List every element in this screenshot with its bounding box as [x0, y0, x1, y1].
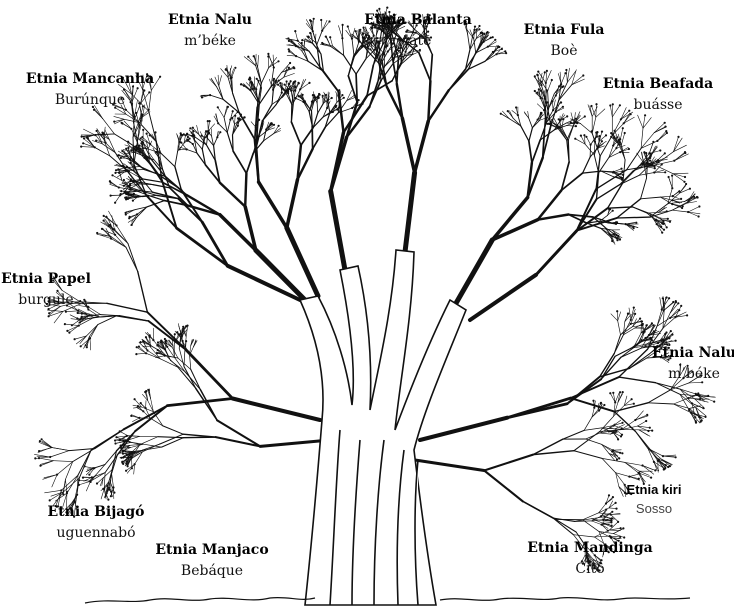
label-kiri: Etnia kiri Sosso	[574, 482, 734, 518]
ethnicity-name: Etnia Nalu	[614, 345, 734, 363]
label-manjaco: Etnia Manjaco Bebáque	[132, 542, 292, 580]
label-mancanha: Etnia Mancanha Burúnque	[10, 71, 170, 109]
ethnicity-name: Etnia Balanta	[338, 12, 498, 30]
local-word: uguennabó	[16, 525, 176, 543]
ethnicity-name: Etnia Mancanha	[10, 71, 170, 89]
ethnicity-name: Etnia Fula	[484, 22, 644, 40]
tree-trunk	[300, 250, 466, 605]
label-beafada: Etnia Beafada buásse	[578, 76, 734, 114]
local-word: m’béke	[130, 33, 290, 51]
local-word: buásse	[578, 97, 734, 115]
label-papel: Etnia Papel burgule	[0, 271, 126, 309]
ethnicity-name: Etnia Beafada	[578, 76, 734, 94]
local-word: burgule	[0, 292, 126, 310]
label-bijago: Etnia Bijagó uguennabó	[16, 504, 176, 542]
label-mandinga: Etnia Mandinga Citô	[510, 540, 670, 578]
ethnicity-name: Etnia Mandinga	[510, 540, 670, 558]
local-word: Citô	[510, 561, 670, 579]
ethnicity-name: Etnia Bijagó	[16, 504, 176, 522]
ethnicity-name: Etnia Manjaco	[132, 542, 292, 560]
label-balanta: Etnia Balanta látè	[338, 12, 498, 50]
ethnicity-name: Etnia Papel	[0, 271, 126, 289]
local-word: látè	[338, 33, 498, 51]
ethnicity-name: Etnia kiri	[574, 482, 734, 498]
local-word: Boè	[484, 43, 644, 61]
local-word: m’béke	[614, 366, 734, 384]
label-nalu-right: Etnia Nalu m’béke	[614, 345, 734, 383]
local-word: Burúnque	[10, 92, 170, 110]
ethnicity-name: Etnia Nalu	[130, 12, 290, 30]
local-word: Bebáque	[132, 563, 292, 581]
label-nalu-top: Etnia Nalu m’béke	[130, 12, 290, 50]
label-fula: Etnia Fula Boè	[484, 22, 644, 60]
local-word: Sosso	[574, 501, 734, 517]
